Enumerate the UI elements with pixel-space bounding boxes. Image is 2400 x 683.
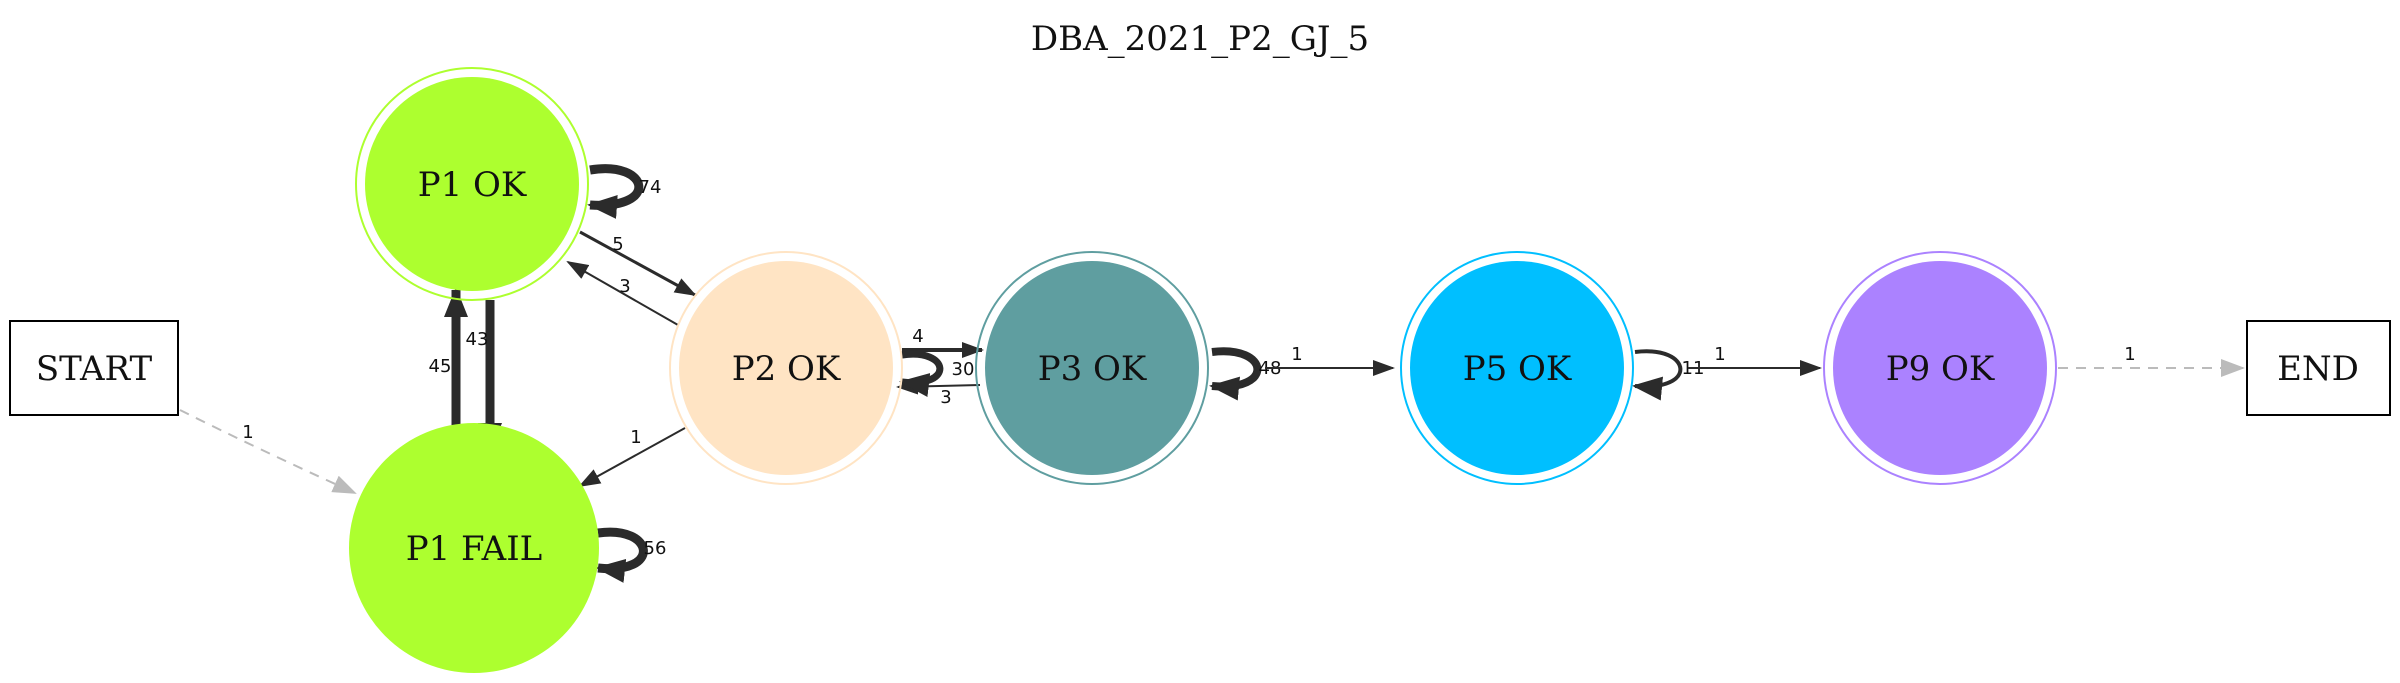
edge-label-p1-fail-p1-ok: 45 [429, 356, 452, 377]
node-p5-ok[interactable]: P5 OK [1400, 251, 1634, 485]
diagram-title: DBA_2021_P2_GJ_5 [1031, 19, 1369, 59]
node-p2-ok-label: P2 OK [732, 349, 841, 389]
edge-label-p3-ok-p2-ok: 3 [940, 387, 951, 408]
edge-label-p2-ok-p1-ok: 3 [619, 276, 630, 297]
edge-p5-ok-self-loop [1632, 349, 1683, 401]
edge-label-p1-ok-self: 74 [639, 177, 662, 198]
edge-label-p1-ok-p1-fail: 43 [466, 329, 489, 350]
node-p9-ok-label: P9 OK [1886, 349, 1995, 389]
edges: 1 74 5 3 43 45 1 56 4 3 30 48 [179, 164, 2245, 583]
node-p3-ok[interactable]: P3 OK [975, 251, 1209, 485]
edge-p1-ok-to-p2-ok [579, 230, 697, 297]
edge-label-p1-fail-self: 56 [644, 538, 667, 559]
edge-p2-ok-self-loop [899, 350, 944, 397]
edge-label-p3-ok-p5-ok: 1 [1291, 344, 1302, 365]
edge-p1-ok-self-loop [587, 164, 644, 219]
edge-label-p2-ok-self: 30 [952, 359, 975, 380]
edge-label-p2-ok-p1-fail: 1 [630, 427, 641, 448]
edge-p2-ok-to-p1-ok [566, 261, 679, 326]
node-start[interactable]: START [9, 320, 179, 416]
edge-label-start-p1-fail: 1 [242, 422, 253, 443]
node-end-label: END [2277, 349, 2359, 389]
edge-p1-fail-self-loop [595, 527, 648, 583]
edge-start-to-p1-fail [179, 409, 357, 494]
node-p2-ok[interactable]: P2 OK [669, 251, 903, 485]
nodes: START P1 OK P1 FAIL P2 OK P3 OK [9, 67, 2391, 673]
node-p1-fail[interactable]: P1 FAIL [349, 423, 599, 673]
node-p1-ok-label: P1 OK [418, 165, 527, 205]
edge-p3-ok-self-loop [1209, 347, 1262, 401]
node-p5-ok-label: P5 OK [1463, 349, 1572, 389]
node-start-label: START [36, 349, 153, 389]
edge-p2-ok-to-p1-fail [578, 427, 686, 487]
edge-label-p1-ok-p2-ok: 5 [612, 234, 623, 255]
edge-label-p5-ok-p9-ok: 1 [1714, 344, 1725, 365]
node-p1-fail-label: P1 FAIL [406, 529, 543, 569]
node-end[interactable]: END [2246, 320, 2391, 416]
node-p9-ok[interactable]: P9 OK [1823, 251, 2057, 485]
node-p1-ok[interactable]: P1 OK [355, 67, 589, 301]
edge-label-p2-ok-p3-ok: 4 [912, 326, 923, 347]
edge-label-p9-ok-end: 1 [2124, 344, 2135, 365]
node-p3-ok-label: P3 OK [1038, 349, 1147, 389]
